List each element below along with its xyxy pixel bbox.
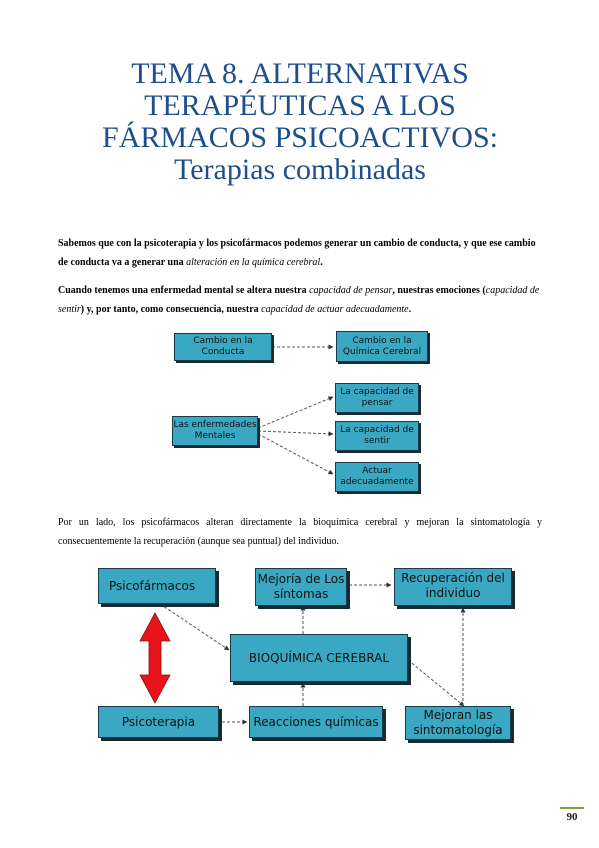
paragraph-3: Por un lado, los psicofármacos alteran d…	[58, 517, 542, 547]
p1-text-b: alteración en la química cerebral	[186, 257, 321, 268]
title-line-2: TERAPÉUTICAS A LOS	[144, 89, 456, 122]
p1-text-a: Sabemos que con la psicoterapia y los ps…	[58, 238, 536, 268]
p2-text-b: capacidad de pensar	[309, 285, 393, 296]
box-mejoria-sintomas: Mejoría de Los síntomas	[255, 568, 347, 606]
double-arrow-red	[139, 612, 171, 704]
title-line-1: TEMA 8. ALTERNATIVAS	[131, 57, 469, 90]
p1-text-c: .	[320, 257, 323, 268]
arrow-enfermedades-sentir	[257, 430, 334, 437]
paragraph-2: Cuando tenemos una enfermedad mental se …	[58, 281, 542, 319]
box-mejoran-sintomatologia: Mejoran las sintomatología	[405, 706, 511, 740]
page-title: TEMA 8. ALTERNATIVAS TERAPÉUTICAS A LOS …	[40, 58, 560, 186]
box-psicoterapia: Psicoterapia	[98, 706, 219, 738]
box-bioquimica-cerebral: BIOQUÍMICA CEREBRAL	[230, 634, 408, 682]
arrow-psicofarmacos-bioquimica	[159, 603, 230, 651]
box-psicofarmacos: Psicofármacos	[98, 568, 216, 604]
p2-text-e: ) y, por tanto, como consecuencia, nuest…	[80, 304, 262, 315]
footer-accent-line	[560, 807, 584, 809]
box-reacciones-quimicas: Reacciones químicas	[249, 706, 383, 738]
arrow-enfermedades-pensar	[257, 396, 334, 429]
p2-text-f: capacidad de actuar adecuadamente	[261, 304, 409, 315]
box-cambio-conducta: Cambio en la Conducta	[174, 333, 272, 361]
p2-text-d: capacidad de sentir	[58, 285, 540, 315]
page-number: 90	[566, 811, 578, 823]
box-recuperacion-individuo: Recuperación del individuo	[394, 568, 512, 606]
p2-text-c: , nuestras emociones (	[392, 285, 486, 296]
title-line-3: FÁRMACOS PSICOACTIVOS:	[102, 121, 498, 154]
paragraph-1: Sabemos que con la psicoterapia y los ps…	[58, 234, 542, 272]
box-capacidad-pensar: La capacidad de pensar	[335, 383, 419, 413]
arrow-bioquimica-mejoran	[407, 659, 465, 707]
p2-text-g: .	[408, 304, 412, 315]
box-cambio-quimica: Cambio en la Química Cerebral	[336, 331, 428, 362]
box-capacidad-sentir: La capacidad de sentir	[335, 421, 419, 451]
box-actuar-adecuadamente: Actuar adecuadamente	[335, 462, 419, 492]
arrow-enfermedades-actuar	[257, 433, 334, 475]
title-subtitle: Terapias combinadas	[174, 153, 426, 186]
box-enfermedades-mentales: Las enfermedades Mentales	[172, 416, 258, 446]
p2-text-a: Cuando tenemos una enfermedad mental se …	[58, 285, 310, 296]
